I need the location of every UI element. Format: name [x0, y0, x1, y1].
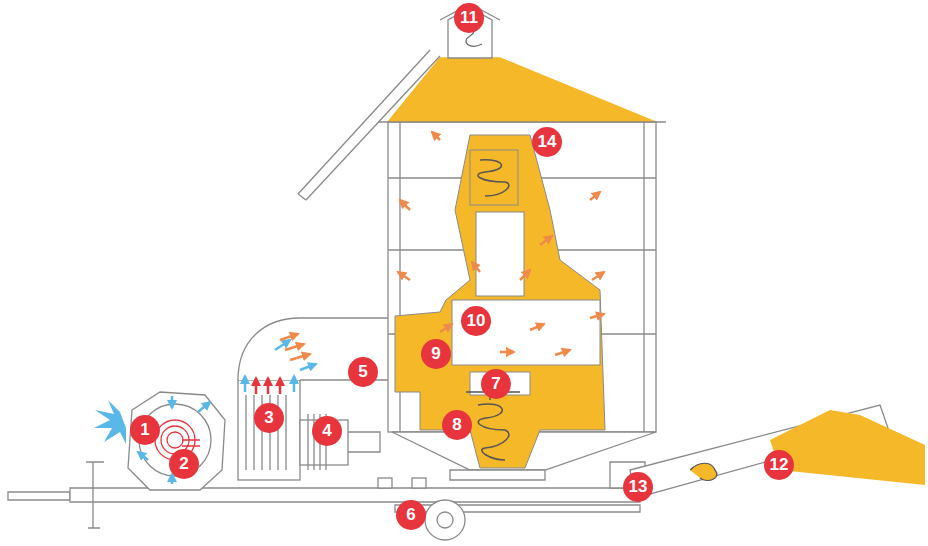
callout-number: 3	[254, 403, 284, 433]
callout-number: 12	[764, 450, 794, 480]
callout-number: 7	[481, 369, 511, 399]
callout-number: 9	[421, 339, 451, 369]
callout-number: 5	[348, 357, 378, 387]
callout-number: 2	[169, 449, 199, 479]
callout-number: 4	[312, 416, 342, 446]
callout-number: 1	[130, 415, 160, 445]
callout-number: 13	[623, 472, 653, 502]
callout-number: 11	[454, 3, 484, 33]
callout-number: 8	[442, 410, 472, 440]
callout-number: 10	[461, 306, 491, 336]
callout-number: 14	[532, 127, 562, 157]
callout-number: 6	[396, 500, 426, 530]
